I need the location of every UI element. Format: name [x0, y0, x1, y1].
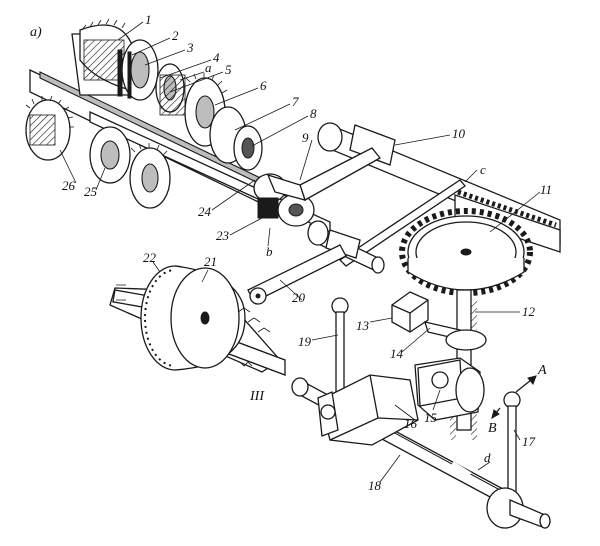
handle-17 [486, 391, 551, 529]
label-10: 10 [452, 126, 466, 141]
shift-collar [253, 173, 315, 227]
label-3: 3 [186, 40, 194, 55]
rock-shaft-boss [349, 124, 396, 166]
label-6: 6 [260, 78, 267, 93]
label-14: 14 [390, 346, 404, 361]
gear-25 [89, 126, 131, 184]
label-15: 15 [424, 410, 438, 425]
label-17: 17 [522, 434, 536, 449]
label-20: 20 [292, 290, 306, 305]
label-7: 7 [292, 94, 299, 109]
label-c: c [480, 162, 486, 177]
label-B: B [488, 421, 497, 436]
label-2: 2 [172, 28, 179, 43]
label-22: 22 [143, 250, 157, 265]
link-rod-c [338, 179, 466, 267]
direction-arrows [491, 375, 537, 420]
label-13: 13 [356, 318, 370, 333]
label-16: 16 [404, 416, 418, 431]
label-11: 11 [540, 182, 552, 197]
leader-lines [59, 21, 541, 483]
label-b: b [266, 244, 273, 259]
label-d: d [484, 450, 491, 465]
label-26: 26 [62, 178, 76, 193]
weight-13 [391, 291, 429, 333]
label-25: 25 [84, 184, 98, 199]
label-a: a [205, 60, 212, 75]
label-4: 4 [213, 50, 220, 65]
fork-lever-9 [299, 147, 381, 201]
label-21: 21 [204, 254, 217, 269]
label-1: 1 [145, 12, 152, 27]
spindle-assembly [25, 18, 331, 234]
label-A: A [537, 363, 547, 378]
rock-shaft-lower [307, 220, 385, 274]
gear-26 [25, 95, 74, 161]
clutch [209, 106, 263, 171]
label-24: 24 [198, 204, 212, 219]
label-9: 9 [302, 130, 309, 145]
cam-drum [109, 265, 286, 376]
block-16 [317, 374, 419, 446]
block-15 [414, 357, 485, 421]
gear-2-3 [117, 39, 159, 101]
gear-11 [399, 208, 533, 296]
labels: а) 1 2 3 a 4 5 6 7 8 9 10 c 11 12 13 14 … [30, 12, 552, 493]
label-8: 8 [310, 106, 317, 121]
label-19: 19 [298, 334, 312, 349]
label-23: 23 [216, 228, 230, 243]
label-III: III [249, 389, 265, 404]
label-18: 18 [368, 478, 382, 493]
label-12: 12 [522, 304, 536, 319]
label-5: 5 [225, 62, 232, 77]
gear-6 [184, 73, 228, 147]
panel-label: а) [30, 25, 42, 40]
